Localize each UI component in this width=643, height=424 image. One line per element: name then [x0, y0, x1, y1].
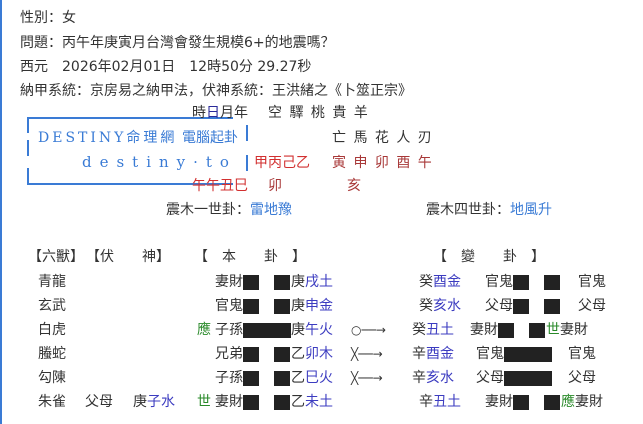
fushen-relation: 父母 — [85, 394, 113, 410]
changed-relation: 父母 — [485, 298, 513, 314]
header-changed: 【 變 卦 】 — [433, 249, 545, 265]
gender-text: 性別：女 — [20, 10, 76, 26]
six-relation: 妻財 — [215, 394, 243, 410]
beast-name: 青龍 — [38, 274, 66, 290]
changed-relation: 官鬼 — [476, 346, 504, 362]
changed-gua: 震木四世卦：地風升 — [426, 202, 552, 218]
changed-yin-line — [498, 323, 514, 338]
changed-ganzhi: 癸酉金 — [419, 274, 461, 290]
main-yin-line — [274, 275, 290, 290]
main-ganzhi: 乙卯木 — [291, 346, 333, 362]
changed-yin-line — [513, 299, 529, 314]
main-yin-line — [274, 299, 290, 314]
main-yin-line — [243, 395, 259, 410]
changed-ganzhi: 辛亥水 — [412, 370, 454, 386]
six-relation: 子孫 — [215, 322, 243, 338]
main-yin-line — [274, 395, 290, 410]
logo-title: DESTINY命理網 — [38, 130, 178, 146]
changed-relation: 父母 — [476, 370, 504, 386]
changed-ganzhi: 癸亥水 — [419, 298, 461, 314]
beast-name: 玄武 — [38, 298, 66, 314]
six-relation: 子孫 — [215, 370, 243, 386]
changed-shi-ying-mark: 應 — [561, 394, 575, 410]
shensha-values: 寅 申 卯 酉 午 — [332, 155, 432, 171]
mid-value: 亥 — [347, 178, 361, 194]
changed-ganzhi: 辛酉金 — [412, 346, 454, 362]
left-border — [0, 0, 2, 424]
changed-relation: 妻財 — [470, 322, 498, 338]
logo-domain[interactable]: destiny·to — [82, 153, 237, 171]
moving-line-arrow: ╳──→ — [351, 371, 383, 385]
main-ganzhi: 庚午火 — [291, 322, 333, 338]
pillar-branches: 午午丑巳 — [192, 178, 248, 194]
main-yin-line — [243, 347, 259, 362]
changed-relation-2: 官鬼 — [578, 274, 606, 290]
six-relation: 兄弟 — [215, 346, 243, 362]
changed-relation-2: 官鬼 — [568, 346, 596, 362]
fushen-ganzhi: 庚子水 — [133, 394, 175, 410]
pillar-labels: 時日月年 — [192, 105, 248, 121]
main-gua: 震木一世卦：雷地豫 — [166, 202, 292, 218]
main-ganzhi: 庚申金 — [291, 298, 333, 314]
moving-line-arrow: ○──→ — [351, 323, 386, 337]
changed-relation-2: 父母 — [568, 370, 596, 386]
changed-yang-line — [504, 371, 552, 386]
changed-yin-line — [544, 275, 560, 290]
main-yin-line — [243, 371, 259, 386]
main-yin-line — [243, 299, 259, 314]
header-main: 【 本 卦 】 — [194, 249, 306, 265]
changed-yin-line — [544, 395, 560, 410]
shi-ying-mark: 世 — [197, 394, 211, 410]
changed-relation-2: 妻財 — [560, 322, 588, 338]
beast-name: 朱雀 — [38, 394, 66, 410]
changed-ganzhi: 癸丑土 — [412, 322, 454, 338]
six-relation: 妻財 — [215, 274, 243, 290]
system-text: 納甲系統：京房易之納甲法，伏神系統：王洪緒之《卜筮正宗》 — [20, 83, 412, 99]
shi-ying-mark: 應 — [197, 322, 211, 338]
main-yin-line — [274, 347, 290, 362]
main-ganzhi: 乙巳火 — [291, 370, 333, 386]
pillar-stems: 甲丙己乙 — [254, 155, 310, 171]
changed-relation-2: 父母 — [578, 298, 606, 314]
header-fushen: 【伏 神】 — [86, 249, 170, 265]
main-ganzhi: 乙未土 — [291, 394, 333, 410]
moving-line-arrow: ╳──→ — [351, 347, 383, 361]
header-beast: 【六獸】 — [28, 249, 84, 265]
beast-name: 白虎 — [38, 322, 66, 338]
changed-yin-line — [529, 323, 545, 338]
main-ganzhi: 庚戌土 — [291, 274, 333, 290]
beast-name: 螣蛇 — [38, 346, 66, 362]
question-text: 問題：丙午年庚寅月台灣會發生規模6+的地震嗎？ — [20, 35, 335, 51]
changed-relation: 官鬼 — [485, 274, 513, 290]
kong-value: 卯 — [268, 178, 282, 194]
main-yang-line — [243, 323, 291, 338]
changed-shi-ying-mark: 世 — [546, 322, 560, 338]
changed-ganzhi: 辛丑土 — [419, 394, 461, 410]
main-yin-line — [274, 371, 290, 386]
changed-yin-line — [544, 299, 560, 314]
main-yin-line — [243, 275, 259, 290]
changed-yang-line — [504, 347, 552, 362]
beast-name: 勾陳 — [38, 370, 66, 386]
changed-yin-line — [513, 395, 529, 410]
date-text: 西元 2026年02月01日 12時50分 29.27秒 — [20, 59, 312, 75]
logo-subtitle: 電腦起卦 — [182, 130, 238, 146]
six-relation: 官鬼 — [215, 298, 243, 314]
shensha-names-1: 空 驛 桃 貴 羊 — [268, 105, 368, 121]
changed-relation: 妻財 — [485, 394, 513, 410]
changed-yin-line — [513, 275, 529, 290]
shensha-names-2: 亡 馬 花 人 刃 — [332, 130, 432, 146]
changed-relation-2: 妻財 — [575, 394, 603, 410]
